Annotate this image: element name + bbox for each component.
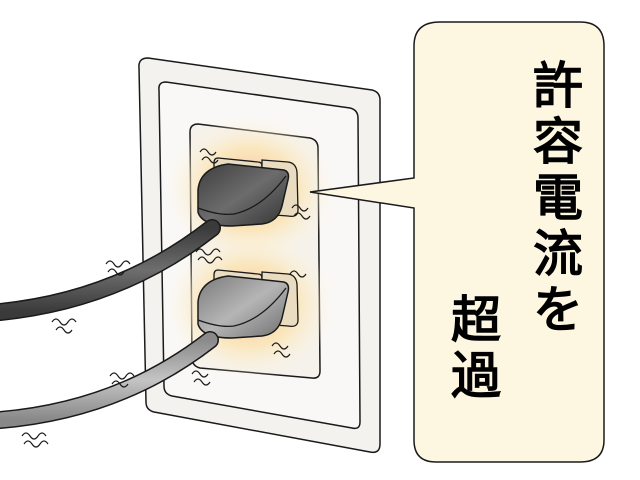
power-plug-icon bbox=[0, 163, 290, 321]
heat-wave-icon bbox=[21, 148, 311, 448]
power-plug-icon bbox=[0, 275, 290, 429]
speech-bubble bbox=[309, 21, 605, 463]
